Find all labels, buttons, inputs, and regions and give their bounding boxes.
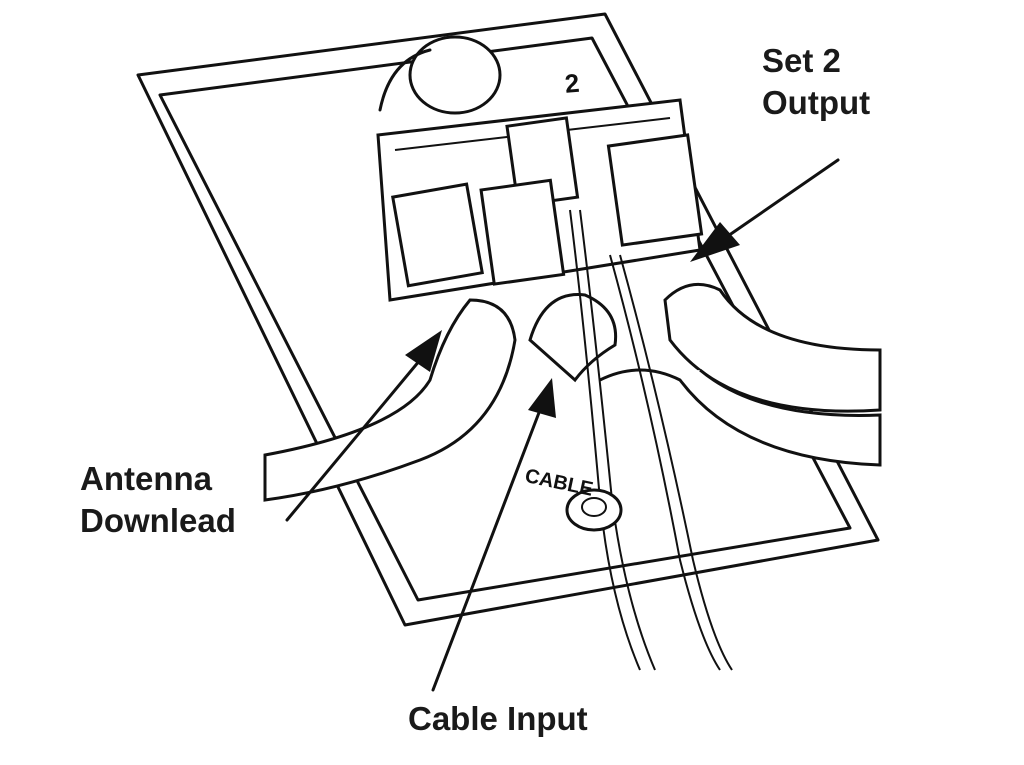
plate-cable-marking: CABLE xyxy=(523,465,595,501)
set2-output-line1: Set 2 xyxy=(762,42,841,79)
arrow-cable-input xyxy=(528,378,556,418)
plate-number: 2 xyxy=(564,68,581,99)
arrow-antenna xyxy=(405,330,442,372)
set2-output-label: Set 2 Output xyxy=(762,40,870,124)
set2-output-line2: Output xyxy=(762,84,871,121)
thin-wire xyxy=(569,209,641,671)
arrow-set2 xyxy=(690,222,740,262)
cable-jack xyxy=(565,488,623,532)
antenna-downlead-label: Antenna Downlead xyxy=(80,458,236,542)
cable-input-label: Cable Input xyxy=(408,700,588,737)
cable-input-cable xyxy=(528,293,618,383)
antenna-cable xyxy=(263,298,517,502)
antenna-downlead-line2: Downlead xyxy=(80,502,236,539)
antenna-downlead-line1: Antenna xyxy=(80,460,212,497)
wall-plate-outer xyxy=(136,12,880,627)
round-connector xyxy=(408,35,502,115)
